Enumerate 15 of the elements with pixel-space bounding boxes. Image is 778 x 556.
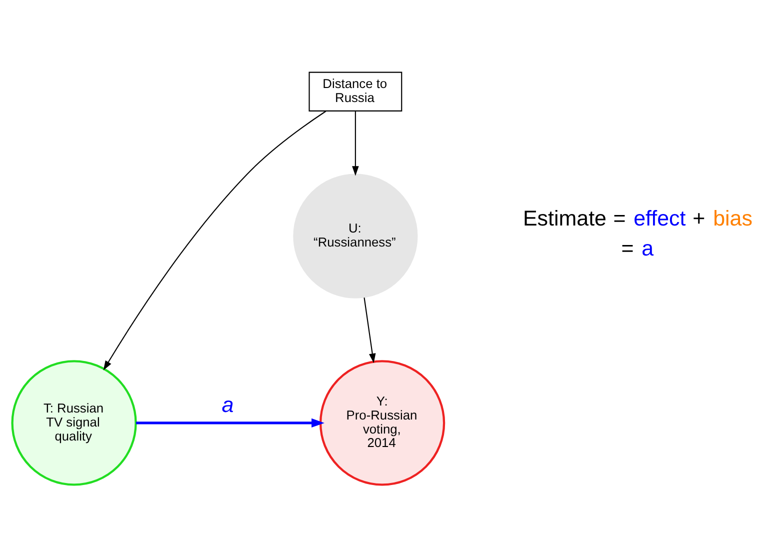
node-box: Distance to Russia [308,71,402,111]
label: a [642,236,654,260]
arrow [364,297,376,363]
label: Estimate [522,206,607,230]
edge-label: a [222,392,234,417]
label: bias [713,206,752,230]
node-circle: Y: Pro-Russian voting, 2014 [319,360,446,486]
arrow [352,110,359,176]
label: = [613,206,626,230]
label: effect [634,206,686,230]
arrow [136,418,324,427]
label: = [621,236,634,260]
node-circle: U: “Russianness” [293,173,418,298]
arrow [103,110,326,370]
label: + [692,206,706,230]
